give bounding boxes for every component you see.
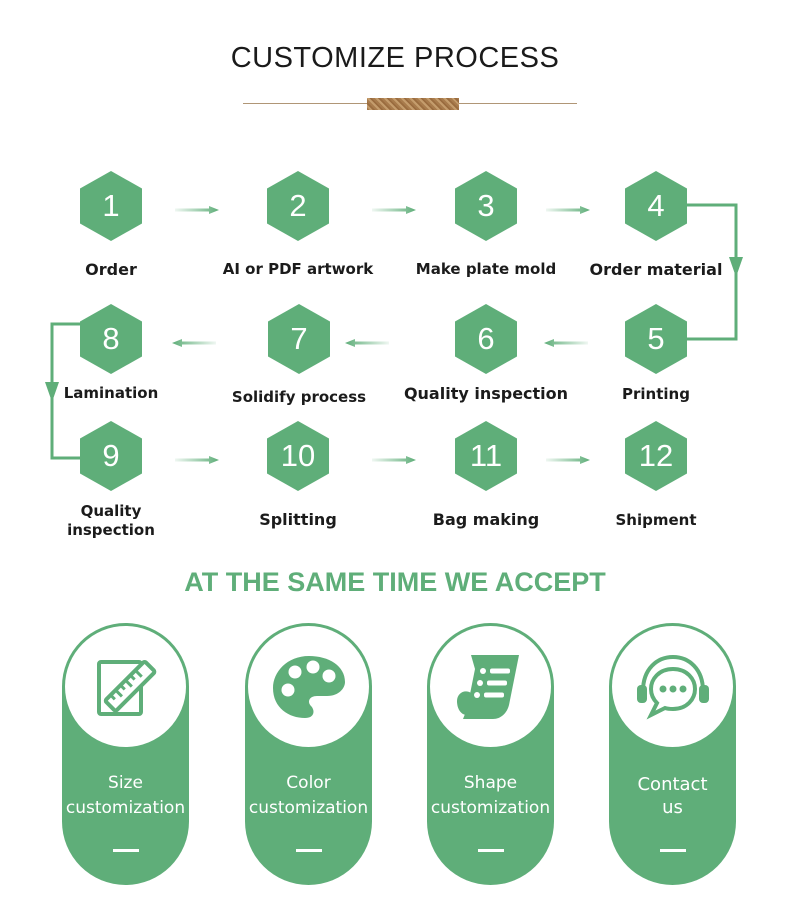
step-label: Order material (589, 260, 723, 279)
card-caption-line: Shape (463, 773, 518, 793)
step-label: Solidify process (231, 388, 367, 406)
card-icon-circle (612, 626, 733, 747)
card-caption-line: Contact (637, 774, 708, 795)
card-caption-line: Color (286, 773, 331, 793)
flow-arrow (546, 456, 590, 464)
flow-arrow (345, 339, 389, 347)
card-caption: Color customization (235, 771, 382, 821)
card-caption: Contact us (599, 773, 746, 819)
ruler-notepad-icon (96, 659, 156, 716)
flow-connector-right (686, 203, 743, 341)
flow-arrow (172, 339, 216, 347)
step-label: Lamination (63, 384, 159, 402)
card-caption-line: customization (65, 798, 186, 818)
step-number-hexagon: 12 (625, 421, 687, 491)
card-dash (296, 849, 322, 852)
step-number-hexagon: 8 (80, 304, 142, 374)
step-label: Bag making (432, 510, 540, 529)
flow-connector-left (45, 322, 80, 460)
step-number-hexagon: 2 (267, 171, 329, 241)
card-caption: Size customization (52, 771, 199, 821)
card-caption-line: customization (430, 798, 551, 818)
palette-icon (272, 655, 345, 718)
accept-card-contact[interactable]: Contact us (609, 623, 736, 885)
step-number-hexagon: 3 (455, 171, 517, 241)
step-label: AI or PDF artwork (222, 260, 374, 278)
flow-arrow (546, 206, 590, 214)
flow-arrow (175, 206, 219, 214)
step-number-hexagon: 10 (267, 421, 329, 491)
step-label: Quality inspection (11, 502, 211, 540)
card-dash (113, 849, 139, 852)
card-icon-circle (430, 626, 551, 747)
step-label: Order (85, 260, 137, 279)
card-caption-line: customization (248, 798, 369, 818)
card-dash (478, 849, 504, 852)
accept-section-title: AT THE SAME TIME WE ACCEPT (184, 567, 606, 597)
document-scroll-icon (456, 654, 519, 719)
flow-arrow (372, 456, 416, 464)
step-number-hexagon: 4 (625, 171, 687, 241)
card-icon-circle (248, 626, 369, 747)
step-label: Quality inspection (403, 384, 569, 403)
page-title: CUSTOMIZE PROCESS (230, 42, 560, 74)
step-number-hexagon: 11 (455, 421, 517, 491)
step-label: Shipment (615, 511, 697, 529)
card-dash (660, 849, 686, 852)
step-label: Splitting (259, 510, 337, 529)
accept-card-shape[interactable]: Shape customization (427, 623, 554, 885)
flow-arrow (175, 456, 219, 464)
step-number-hexagon: 5 (625, 304, 687, 374)
step-number-hexagon: 9 (80, 421, 142, 491)
card-caption-line: us (662, 797, 683, 818)
flow-arrow (544, 339, 588, 347)
step-label-line: inspection (67, 521, 155, 539)
card-caption-line: Size (108, 773, 143, 793)
step-label-line: Quality (80, 502, 142, 520)
title-divider-ornament (367, 98, 459, 110)
flow-arrow (372, 206, 416, 214)
accept-card-color[interactable]: Color customization (245, 623, 372, 885)
step-number-hexagon: 6 (455, 304, 517, 374)
step-number-hexagon: 7 (268, 304, 330, 374)
headset-chat-icon (636, 654, 709, 719)
card-icon-circle (65, 626, 186, 747)
card-caption: Shape customization (417, 771, 564, 821)
step-number-hexagon: 1 (80, 171, 142, 241)
accept-card-size[interactable]: Size customization (62, 623, 189, 885)
step-label: Make plate mold (415, 260, 557, 278)
step-label: Printing (622, 385, 690, 403)
